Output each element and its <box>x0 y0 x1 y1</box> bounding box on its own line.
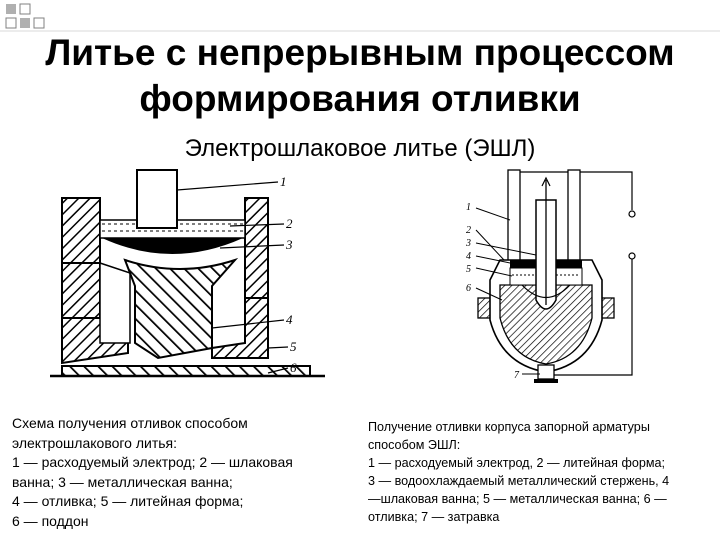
caption-left-line: Схема получения отливок способом <box>12 415 248 431</box>
caption-left-line: 1 — расходуемый электрод; 2 — шлаковая <box>12 454 293 470</box>
valve-body-esl-diagram: 1 2 3 4 5 6 7 <box>465 169 636 383</box>
left-label-5: 5 <box>290 339 297 354</box>
caption-right-line: отливка; 7 — затравка <box>368 510 500 524</box>
right-label-4: 4 <box>466 251 471 262</box>
caption-left-line: 4 — отливка; 5 — литейная форма; <box>12 493 244 509</box>
caption-right-line: 3 — водоохлаждаемый металлический стерже… <box>368 474 670 488</box>
left-label-2: 2 <box>286 216 293 231</box>
title-line-2: формирования отливки <box>139 78 581 119</box>
caption-right-line: способом ЭШЛ: <box>368 438 461 452</box>
caption-right-line: Получение отливки корпуса запорной армат… <box>368 420 650 434</box>
caption-left-line: ванна; 3 — металлическая ванна; <box>12 473 233 490</box>
esl-scheme-diagram: 1 2 3 4 5 6 <box>50 169 325 378</box>
right-label-1: 1 <box>466 202 471 213</box>
caption-right: Получение отливки корпуса запорной армат… <box>368 418 708 526</box>
right-label-2: 2 <box>466 225 471 236</box>
slide-title: Литье с непрерывным процессом формирован… <box>0 30 720 122</box>
right-label-5: 5 <box>466 264 471 275</box>
caption-right-line: 1 — расходуемый электрод, 2 — литейная ф… <box>368 456 665 470</box>
left-label-6: 6 <box>290 360 297 375</box>
caption-left-line: 6 — поддон <box>12 512 89 529</box>
left-label-4: 4 <box>286 312 293 327</box>
caption-left-line: электрошлакового литья: <box>12 434 178 451</box>
right-label-6: 6 <box>466 283 471 294</box>
slide-subtitle: Электрошлаковое литье (ЭШЛ) <box>184 135 536 162</box>
caption-right-line: —шлаковая ванна; 5 — металлическая ванна… <box>368 492 667 506</box>
decorative-squares <box>0 3 720 32</box>
caption-left: Схема получения отливок способом электро… <box>12 414 352 531</box>
left-label-1: 1 <box>280 174 287 189</box>
right-label-7: 7 <box>514 370 520 381</box>
left-label-3: 3 <box>285 237 293 252</box>
right-label-3: 3 <box>465 238 471 249</box>
title-line-1: Литье с непрерывным процессом <box>45 32 675 73</box>
